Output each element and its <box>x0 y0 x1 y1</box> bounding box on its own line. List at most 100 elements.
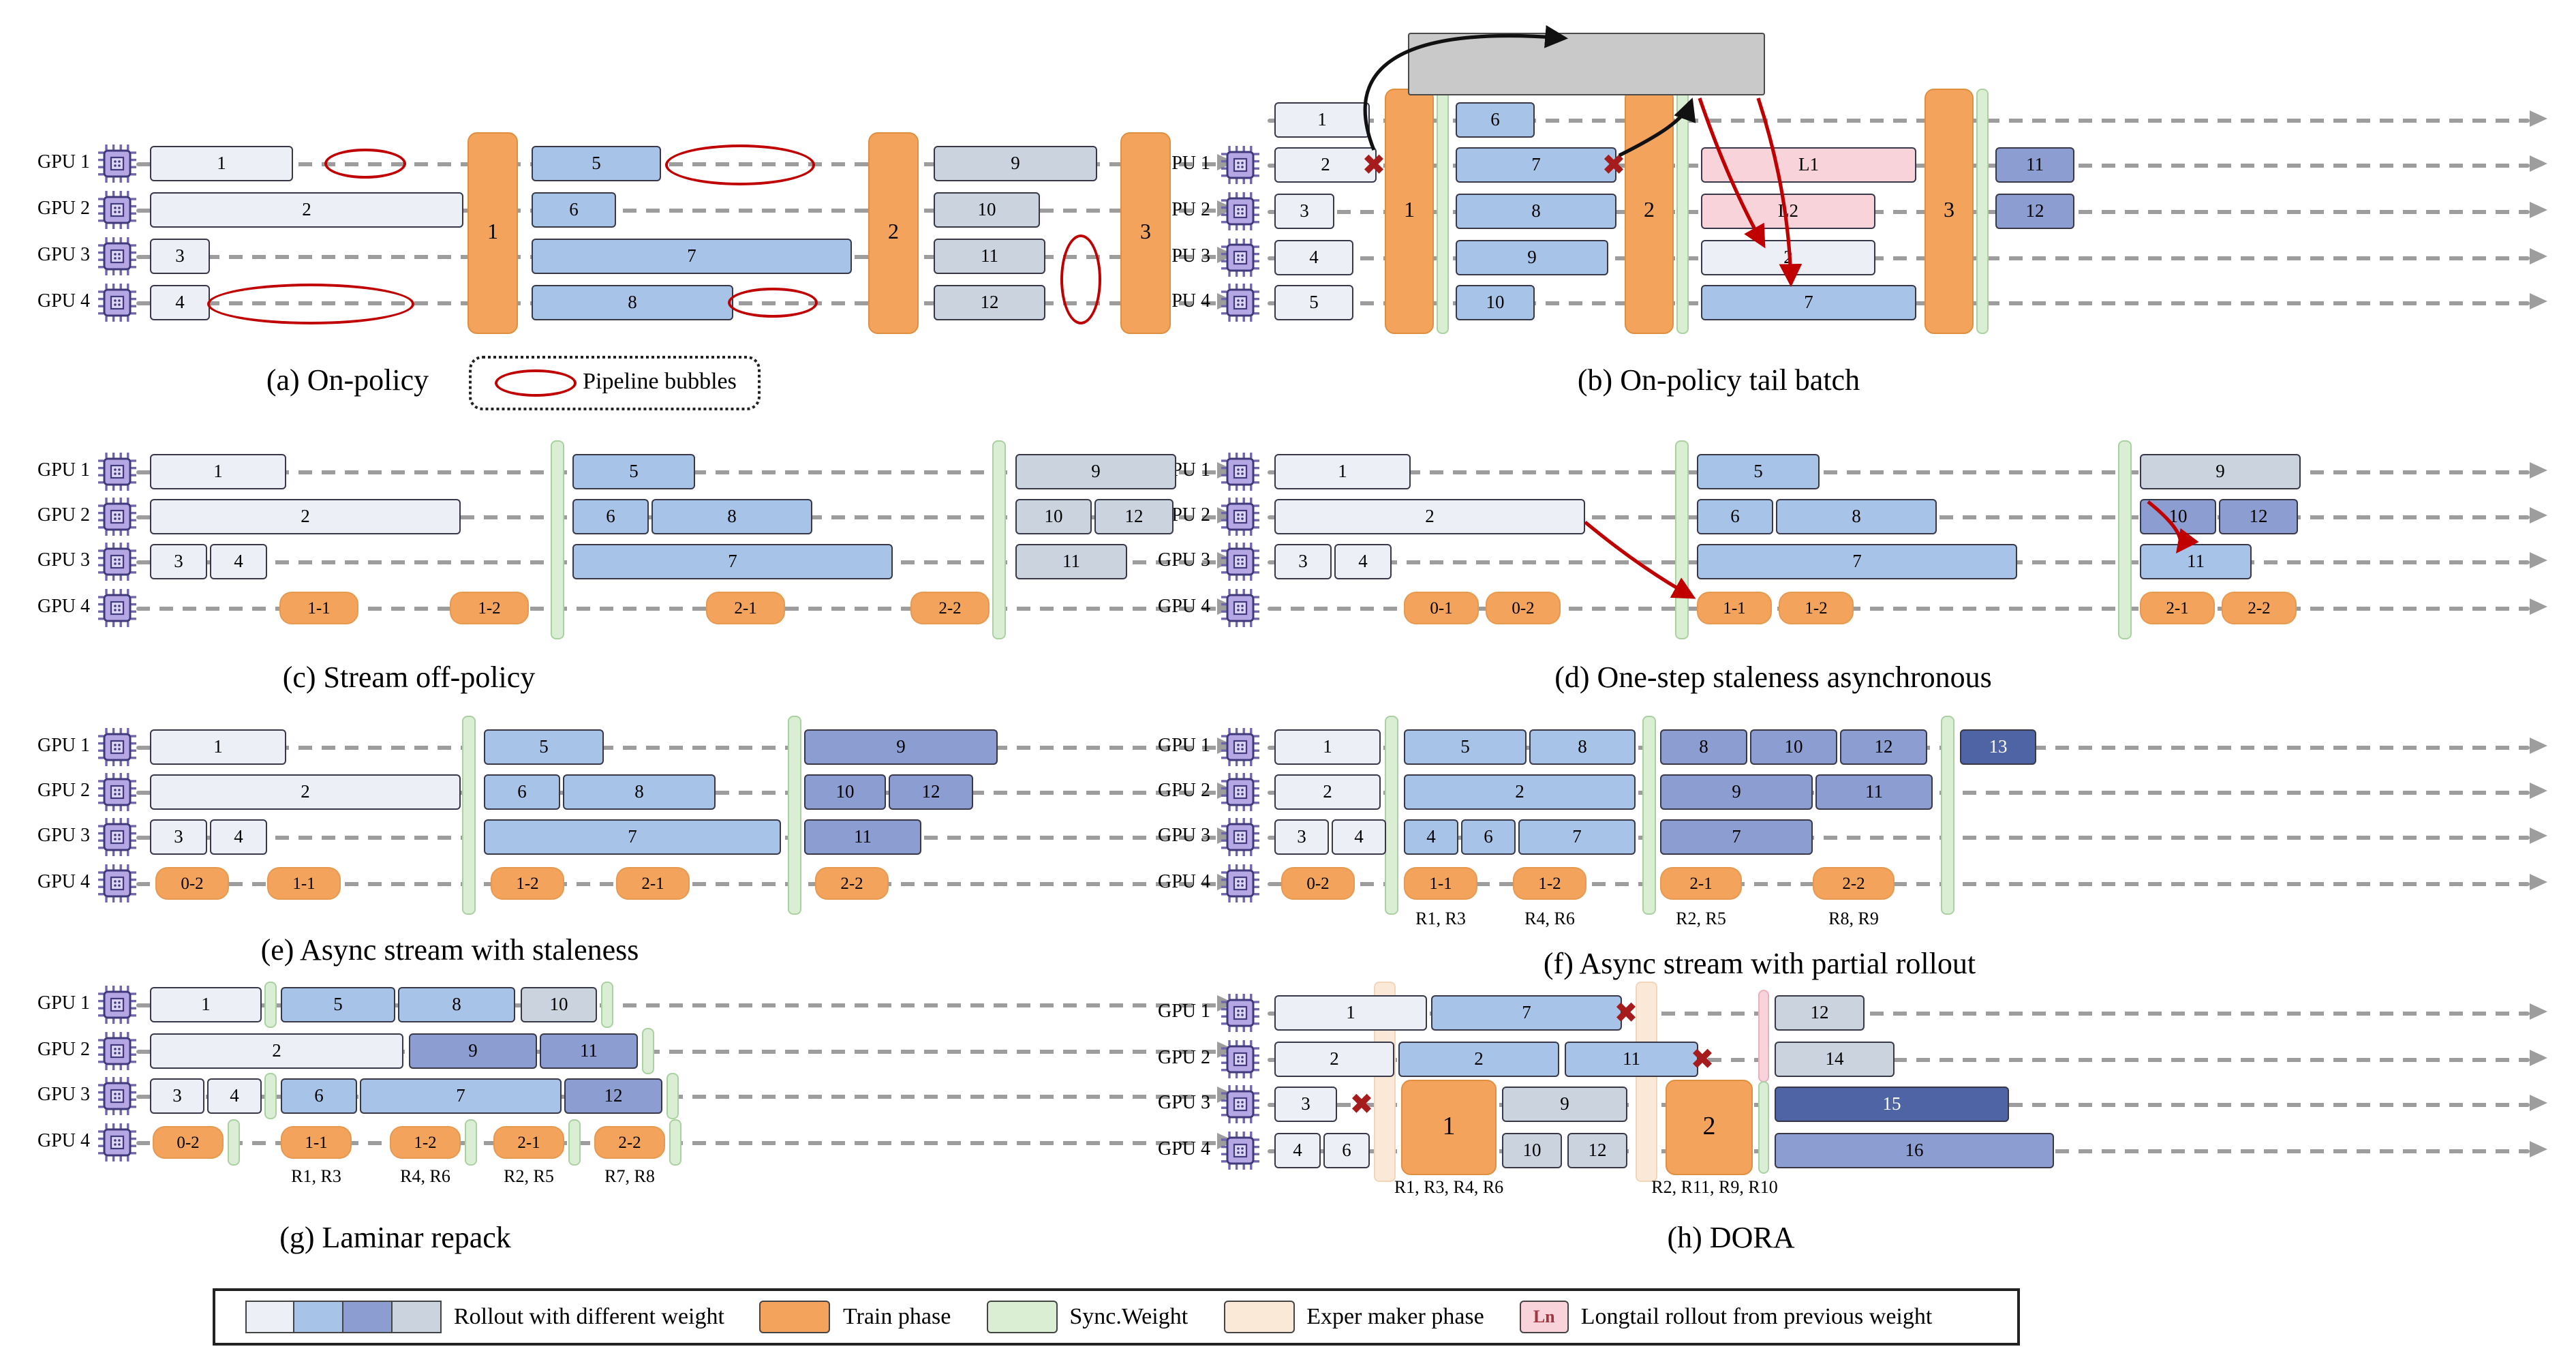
rollout-box: 8 <box>532 285 733 320</box>
rollout-box: 1 <box>1274 454 1411 489</box>
train-box: 0-1 <box>1404 592 1479 624</box>
train-box: 1-2 <box>450 592 529 624</box>
gpu-label: GPU 1 <box>37 153 90 173</box>
rollout-box: 1 <box>1274 729 1381 765</box>
panel-caption: (c) Stream off-policy <box>282 660 536 694</box>
gpu-chip-icon <box>98 1032 136 1070</box>
gpu-label: GPU 1 <box>37 461 90 481</box>
rollout-box: 9 <box>1456 240 1608 275</box>
rollout-id-label: R2, R5 <box>1676 908 1726 928</box>
gpu-label: GPU 1 <box>1157 1002 1210 1022</box>
train-box: 0-2 <box>155 867 229 900</box>
sync-phase-bar <box>2118 440 2132 639</box>
rollout-box: 9 <box>1015 454 1176 489</box>
legend-item-exper: Exper maker phase <box>1223 1301 1484 1333</box>
rollout-box: 12 <box>1775 995 1865 1031</box>
pipeline-bubble-ellipse <box>324 149 406 179</box>
sync-phase-bar <box>992 440 1006 639</box>
rollout-box: 7 <box>1431 995 1622 1031</box>
timeline-dashed-line <box>136 746 1217 750</box>
rollout-box: 8 <box>651 499 812 534</box>
timeline-arrowhead <box>2530 462 2547 479</box>
rollout-box: 2 <box>1274 499 1585 534</box>
gpu-chip-icon <box>98 498 136 536</box>
rollout-box: 6 <box>532 192 616 228</box>
rollout-box: 12 <box>1094 499 1174 534</box>
gpu-label: GPU 4 <box>37 292 90 312</box>
rollout-box: 1 <box>150 454 286 489</box>
gpu-label: GPU 2 <box>37 199 90 219</box>
rollout-box: 7 <box>1701 285 1916 320</box>
rollout-box: 3 <box>150 819 207 855</box>
rollout-box: 9 <box>1502 1087 1627 1122</box>
pipeline-bubble-ellipse <box>207 284 414 324</box>
sync-phase-bar <box>551 440 564 639</box>
gpu-label: GPU 3 <box>1157 826 1210 847</box>
rollout-swatch-w2 <box>294 1301 343 1333</box>
sync-phase-bar <box>264 982 277 1028</box>
timeline-arrowhead <box>2530 874 2547 890</box>
gpu-label: GPU 2 <box>1157 1048 1210 1069</box>
rollout-box: 11 <box>934 239 1045 274</box>
timeline-dashed-line <box>136 607 1217 611</box>
timeline-arrowhead <box>2530 248 2547 264</box>
rollout-weight-swatches <box>245 1301 442 1333</box>
timeline-dashed-line <box>1268 607 2530 611</box>
timeline-arrowhead <box>2530 828 2547 844</box>
rollout-id-label: R1, R3, R4, R6 <box>1394 1177 1504 1197</box>
timeline-arrowhead <box>2530 1141 2547 1157</box>
train-box: 1-1 <box>267 867 341 900</box>
train-box: 2-1 <box>1660 867 1742 900</box>
train-box: 2-1 <box>616 867 690 900</box>
gpu-chip-icon <box>1221 1132 1259 1170</box>
train-box: 1-1 <box>279 592 358 624</box>
gpu-chip-icon <box>98 818 136 856</box>
train-box: 2-2 <box>594 1126 665 1159</box>
sync-phase-bar <box>601 982 613 1028</box>
rollout-box: 3 <box>1274 544 1332 579</box>
panel-caption: (h) DORA <box>1667 1220 1795 1254</box>
gpu-label: GPU 3 <box>37 1085 90 1106</box>
rollout-box: 11 <box>1015 544 1127 579</box>
rollout-box: 12 <box>889 774 973 810</box>
timeline-arrowhead <box>2530 293 2547 309</box>
rollout-box: 1 <box>150 729 286 765</box>
gpu-chip-icon <box>1221 192 1259 230</box>
gpu-chip-icon <box>1221 773 1259 811</box>
rollout-box: 12 <box>564 1078 662 1114</box>
gpu-chip-icon <box>1221 498 1259 536</box>
rollout-id-label: R1, R3 <box>291 1166 341 1186</box>
rollout-box: 10 <box>1502 1133 1562 1168</box>
timeline-arrowhead <box>2530 1095 2547 1111</box>
rollout-box: 6 <box>1697 499 1773 534</box>
rollout-box: 12 <box>2219 499 2298 534</box>
interrupt-x-icon: ✖ <box>1614 997 1638 1029</box>
gpu-chip-icon <box>1221 818 1259 856</box>
rollout-box: 4 <box>1332 819 1386 855</box>
rollout-box: 2 <box>150 774 461 810</box>
train-box: 0-2 <box>1486 592 1561 624</box>
rollout-box: 8 <box>398 987 515 1022</box>
train-box: 2-2 <box>910 592 990 624</box>
train-box: 1-1 <box>1404 867 1477 900</box>
gpu-chip-icon <box>1221 728 1259 766</box>
train-phase-bar: 3 <box>1925 89 1974 334</box>
rollout-box: 10 <box>934 192 1040 228</box>
rollout-box: 6 <box>281 1078 357 1114</box>
rollout-box: 8 <box>1456 194 1616 229</box>
legend-label-pink: Longtail rollout from previous weight <box>1580 1303 1933 1329</box>
train-box: 1-2 <box>491 867 564 900</box>
timeline-dashed-line <box>136 1050 1217 1054</box>
sync-phase-bar <box>228 1119 240 1166</box>
train-box: 1-2 <box>1513 867 1586 900</box>
rollout-box: 2 <box>150 1033 403 1069</box>
rollout-id-label: R2, R5 <box>504 1166 554 1186</box>
rollout-id-label: R4, R6 <box>1524 908 1575 928</box>
rollout-box: 6 <box>1461 819 1516 855</box>
